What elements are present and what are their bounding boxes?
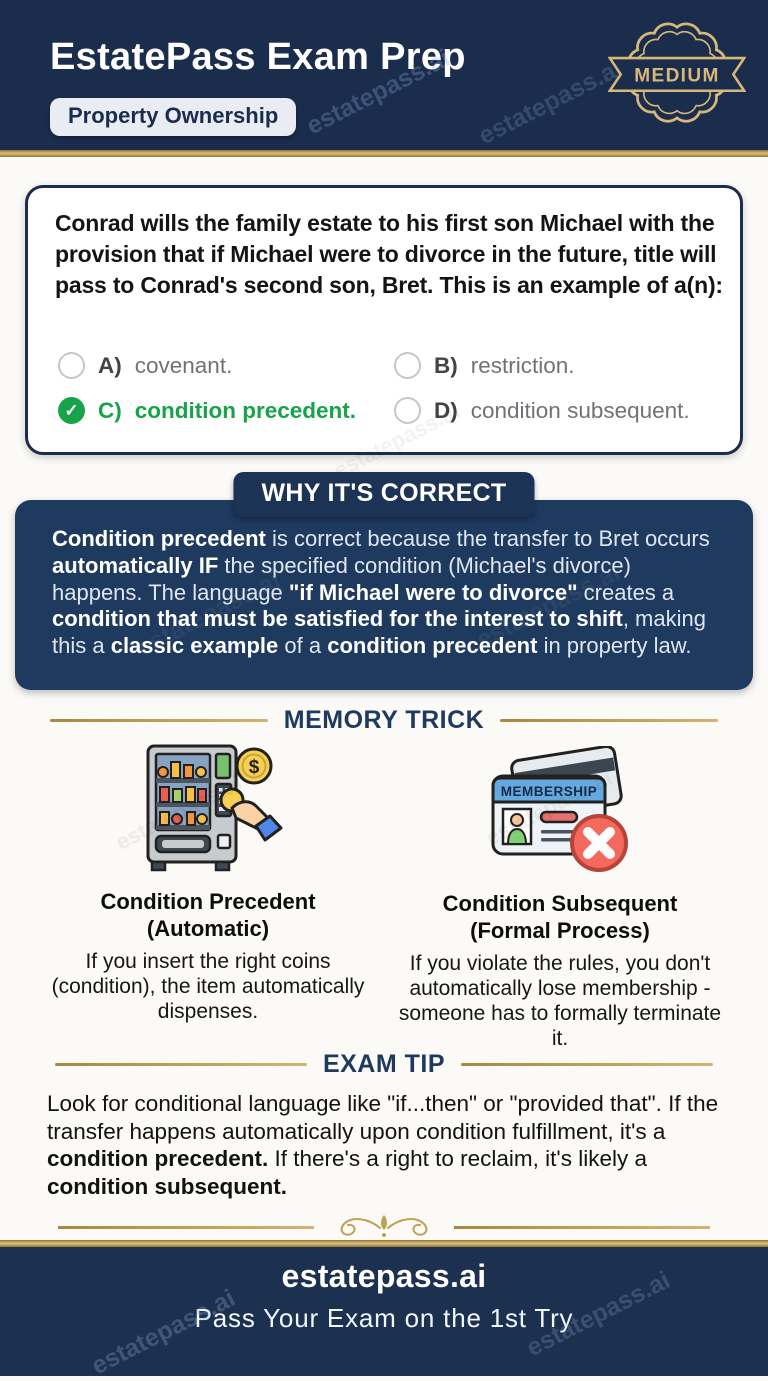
flourish-icon [340,1215,428,1237]
membership-card-icon: MEMBERSHIP [479,742,641,882]
check-icon[interactable]: ✓ [58,397,85,424]
options-list: A) covenant. B) restriction. ✓ C) condit… [58,352,718,424]
memory-item-title-line1: Condition Precedent [100,889,316,914]
brand-tagline: Pass Your Exam on the 1st Try [194,1303,574,1333]
radio-icon[interactable] [394,352,421,379]
why-correct-heading: WHY IT'S CORRECT [233,472,535,517]
gold-rule-left [58,1225,314,1229]
memory-item-subsequent: MEMBERSHIP Condition Subsequent (Formal … [392,742,728,1051]
ornamental-divider [0,1212,768,1242]
option-letter: A) [98,352,122,378]
exam-tip-heading: EXAM TIP [0,1050,768,1079]
option-b[interactable]: B) restriction. [394,352,718,379]
gold-rule-right [454,1225,710,1229]
option-a[interactable]: A) covenant. [58,352,394,379]
gold-rule-right [500,719,719,722]
why-correct-text: Condition precedent is correct because t… [52,526,710,659]
memory-item-title: Condition Precedent (Automatic) [100,888,315,942]
difficulty-label: MEDIUM [634,66,719,87]
page-title: EstatePass Exam Prep [50,36,466,78]
difficulty-seal-icon: MEDIUM [608,22,746,123]
option-label: condition subsequent. [470,397,690,423]
option-letter: C) [98,397,122,423]
vending-machine-icon: $ [132,740,284,880]
why-correct-panel: Condition precedent is correct because t… [15,500,753,690]
option-label: covenant. [134,352,233,378]
memory-item-title: Condition Subsequent (Formal Process) [443,890,678,944]
gold-rule-left [49,719,268,722]
option-letter: B) [434,352,458,378]
option-label: restriction. [470,352,575,378]
radio-icon[interactable] [394,397,421,424]
header-gold-divider [0,150,768,157]
brand-name: estatepass.ai [281,1258,487,1294]
membership-card-label: MEMBERSHIP [501,784,598,799]
question-text: Conrad wills the family estate to his fi… [55,210,723,298]
radio-icon[interactable] [58,352,85,379]
gold-rule-right [461,1063,714,1066]
footer-gold-divider [0,1240,768,1247]
memory-item-title-line2: (Formal Process) [470,918,650,943]
memory-item-text: If you violate the rules, you don't auto… [398,952,722,1050]
memory-trick-heading: MEMORY TRICK [0,706,768,735]
memory-trick-title: MEMORY TRICK [283,706,485,734]
memory-item-text: If you insert the right coins (condition… [51,950,365,1023]
option-label: condition precedent. [134,397,357,423]
exam-tip-text: Look for conditional language like "if..… [47,1091,719,1199]
dollar-coin-symbol: $ [249,757,260,778]
option-d[interactable]: D) condition subsequent. [394,397,718,424]
category-badge: Property Ownership [50,98,297,136]
memory-item-title-line2: (Automatic) [146,916,270,941]
footer: estatepass.ai Pass Your Exam on the 1st … [0,1240,768,1376]
option-c-correct[interactable]: ✓ C) condition precedent. [58,397,394,424]
exam-tip-title: EXAM TIP [322,1050,446,1078]
option-letter: D) [434,397,458,423]
gold-rule-left [54,1063,307,1066]
question-card: Conrad wills the family estate to his fi… [25,185,743,483]
memory-item-precedent: $ Condition Precedent (Automatic) If you… [40,740,376,1024]
memory-item-title-line1: Condition Subsequent [442,891,678,916]
